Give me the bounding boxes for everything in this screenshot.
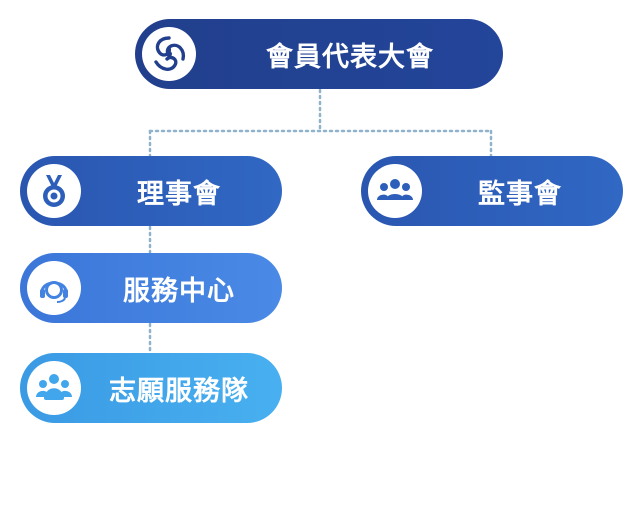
medal-icon: [27, 164, 81, 218]
node-service-center[interactable]: 服務中心: [20, 253, 282, 323]
group-icon: [368, 164, 422, 218]
node-label: 服務中心: [123, 275, 235, 307]
node-label: 理事會: [137, 178, 221, 210]
node-member-assembly[interactable]: 會員代表大會: [135, 19, 503, 89]
headset-agent-icon: [27, 261, 81, 315]
node-board-of-directors[interactable]: 理事會: [20, 156, 282, 226]
node-label: 志願服務隊: [109, 375, 249, 407]
association-logo-icon: [142, 27, 196, 81]
volunteer-group-icon: [27, 361, 81, 415]
node-volunteer-team[interactable]: 志願服務隊: [20, 353, 282, 423]
node-label: 監事會: [478, 178, 562, 210]
node-board-of-supervisors[interactable]: 監事會: [361, 156, 623, 226]
node-label: 會員代表大會: [266, 41, 434, 73]
